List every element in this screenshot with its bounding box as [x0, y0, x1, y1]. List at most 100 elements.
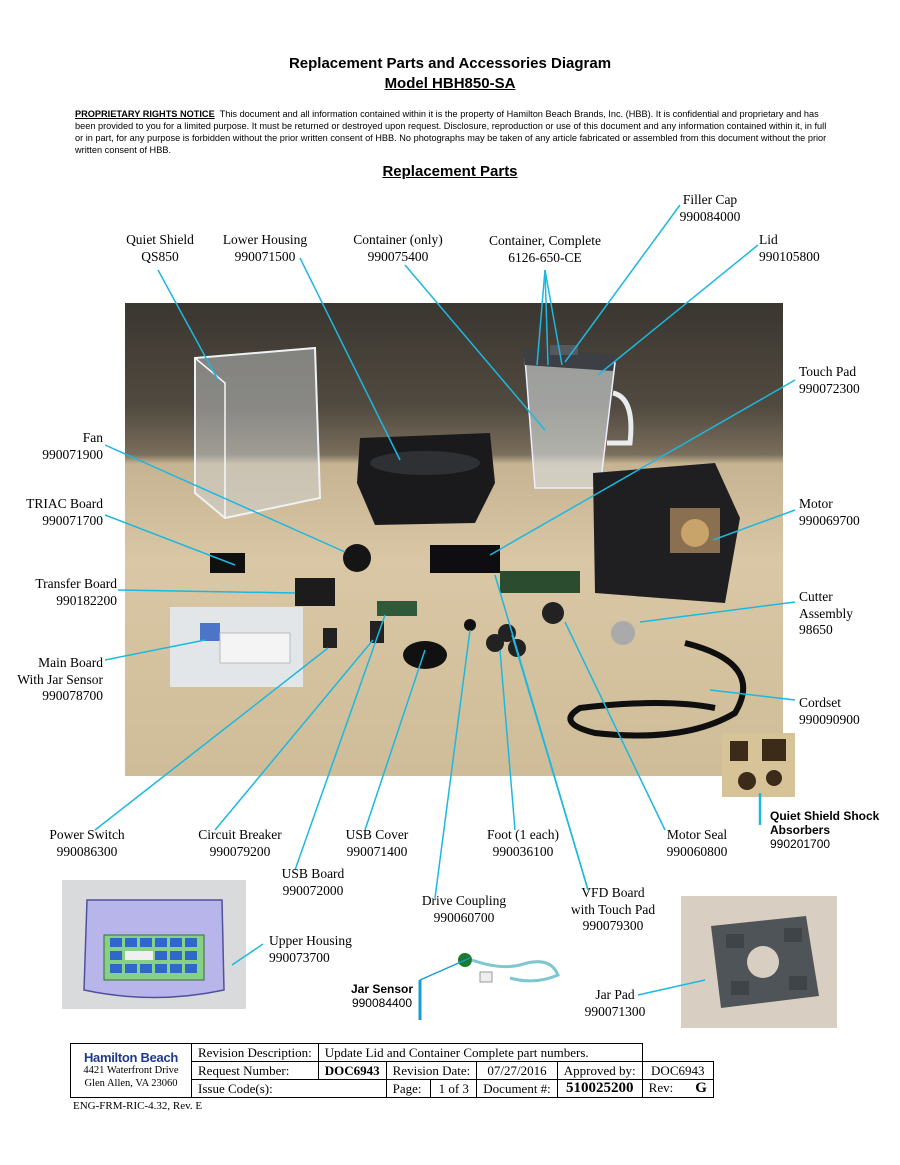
- part-number: 990078700: [42, 688, 103, 703]
- part-name: Touch Pad: [799, 364, 857, 379]
- part-number: 990075400: [367, 248, 429, 264]
- part-number: 990071400: [346, 843, 408, 859]
- part-name-bold: Jar Sensor: [350, 982, 414, 996]
- document-label: Document #:: [476, 1079, 558, 1098]
- part-number: 990072300: [799, 380, 860, 396]
- part-name: Upper Housing: [269, 933, 352, 948]
- part-number: 990201700: [770, 837, 831, 851]
- page-value: 1 of 3: [430, 1079, 478, 1098]
- request-label: Request Number:: [191, 1061, 319, 1080]
- address-line-2: Glen Allen, VA 23060: [84, 1078, 178, 1089]
- part-number: 990072000: [282, 882, 344, 898]
- rev-cell: Rev:G: [641, 1079, 714, 1098]
- part-name: Cordset: [799, 695, 841, 710]
- part-number: 990060700: [433, 909, 495, 925]
- notice-body: This document and all information contai…: [75, 109, 827, 155]
- part-number: 990071700: [42, 512, 103, 528]
- part-number: 98650: [799, 622, 833, 637]
- part-number: 990071300: [584, 1003, 646, 1019]
- part-name-line2: with Touch Pad: [570, 901, 656, 917]
- jar-sensor-illustration: [458, 953, 560, 983]
- part-name-line2-bold: Absorbers: [770, 823, 831, 837]
- part-name: Quiet Shield: [126, 232, 194, 247]
- part-name-line2: Assembly: [799, 605, 853, 621]
- title-block: Hamilton Beach 4421 Waterfront Drive Gle…: [70, 1043, 714, 1098]
- proprietary-notice: PROPRIETARY RIGHTS NOTICE This document …: [75, 108, 835, 156]
- part-number: 990069700: [799, 512, 860, 528]
- part-number: 990105800: [759, 248, 820, 264]
- part-number: 990086300: [56, 843, 118, 859]
- jar-pad-photo: [681, 896, 837, 1028]
- part-name: Fan: [82, 430, 103, 445]
- part-number: 990060800: [666, 843, 728, 859]
- rev-date-label: Revision Date:: [385, 1061, 478, 1080]
- part-name: Transfer Board: [35, 576, 117, 591]
- part-name: Circuit Breaker: [198, 827, 282, 842]
- part-name-bold: Quiet Shield Shock: [770, 809, 880, 823]
- part-name: Drive Coupling: [421, 893, 507, 908]
- part-number: 990084400: [351, 996, 413, 1010]
- upper-housing-photo: [62, 880, 246, 1009]
- part-name-line2: Absorbers: [770, 823, 898, 837]
- part-name: Foot (1 each): [487, 827, 559, 842]
- part-name: Lower Housing: [222, 232, 308, 247]
- part-name-line2: With Jar Sensor: [17, 671, 103, 687]
- part-name: VFD Board: [581, 885, 645, 900]
- part-name: USB Cover: [345, 827, 409, 842]
- part-number: 990036100: [492, 843, 554, 859]
- address-line-1: 4421 Waterfront Drive: [83, 1065, 179, 1076]
- part-name: USB Board: [281, 866, 345, 881]
- part-name: Container (only): [353, 232, 443, 247]
- notice-heading: PROPRIETARY RIGHTS NOTICE: [75, 109, 215, 119]
- part-name: Lid: [759, 232, 778, 247]
- document-value: 510025200: [556, 1079, 643, 1098]
- shock-absorbers-illustration: [730, 739, 786, 790]
- part-name: Jar Pad: [595, 987, 635, 1002]
- rev-desc-value: Update Lid and Container Complete part n…: [317, 1043, 643, 1062]
- section-title: Replacement Parts: [382, 163, 518, 180]
- shock-absorbers-photo: [722, 733, 795, 797]
- upper-housing-illustration: [83, 899, 225, 999]
- part-number: 6126-650-CE: [508, 249, 582, 265]
- part-number: QS850: [141, 248, 179, 264]
- part-name: Cutter: [799, 589, 833, 604]
- form-number: ENG-FRM-RIC-4.32, Rev. E: [73, 1100, 203, 1112]
- part-number: 990079300: [582, 918, 644, 933]
- hamilton-beach-logo: Hamilton Beach: [83, 1050, 179, 1065]
- rev-value: G: [695, 1080, 707, 1096]
- company-cell: Hamilton Beach 4421 Waterfront Drive Gle…: [70, 1043, 192, 1098]
- parts-photo: [125, 303, 783, 776]
- parts-photo-illustration: [170, 345, 747, 739]
- part-number: 990182200: [56, 592, 117, 608]
- part-name: Motor: [799, 496, 833, 511]
- part-number: 990071500: [234, 248, 296, 264]
- approved-label: Approved by:: [556, 1061, 643, 1080]
- part-name: Container, Complete: [489, 233, 601, 248]
- label-container-only: Container (only)990075400: [343, 232, 453, 265]
- model-title: Model HBH850-SA: [384, 75, 516, 92]
- jar-pad-illustration: [711, 916, 819, 1008]
- part-name: Motor Seal: [666, 827, 728, 842]
- rev-date-value: 07/27/2016: [476, 1061, 558, 1080]
- jar-sensor-photo: [440, 940, 570, 990]
